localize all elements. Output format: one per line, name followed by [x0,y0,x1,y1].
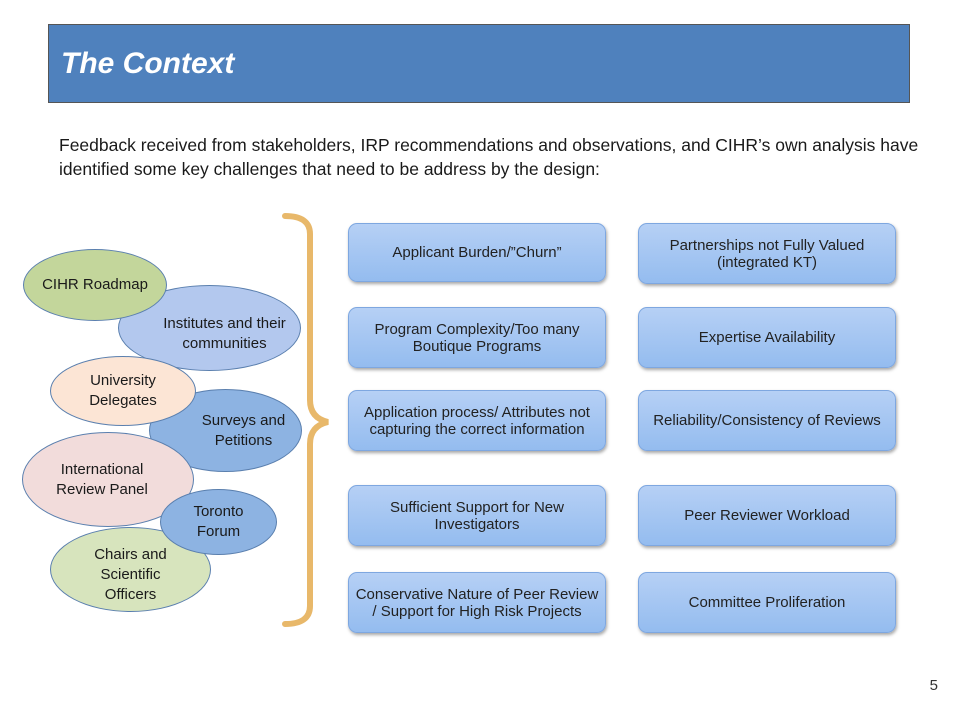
source-label: Toronto Forum [193,503,244,540]
source-toronto-forum: Toronto Forum [160,489,277,555]
challenge-label: Conservative Nature of Peer Review / Sup… [355,585,599,620]
source-label: University Delegates [89,372,157,409]
source-label: Chairs and Scientific Officers [94,545,167,603]
challenge-label: Sufficient Support for New Investigators [390,498,564,533]
challenge-reliability: Reliability/Consistency of Reviews [638,390,896,451]
source-label: Surveys and Petitions [201,411,286,449]
challenge-partnerships: Partnerships not Fully Valued (integrate… [638,223,896,284]
challenge-new-investigators: Sufficient Support for New Investigators [348,485,606,546]
challenge-label: Committee Proliferation [688,594,846,611]
challenge-committee-proliferation: Committee Proliferation [638,572,896,633]
challenge-applicant-burden: Applicant Burden/”Churn” [348,223,606,282]
challenge-label: Expertise Availability [698,329,836,346]
challenge-conservative-peer-review: Conservative Nature of Peer Review / Sup… [348,572,606,633]
challenge-reviewer-workload: Peer Reviewer Workload [638,485,896,546]
challenge-program-complexity: Program Complexity/Too many Boutique Pro… [348,307,606,368]
source-cihr-roadmap: CIHR Roadmap [23,249,167,321]
source-institutes: Institutes and their communities [118,285,301,371]
source-label: CIHR Roadmap [42,276,148,293]
curly-brace [282,213,329,627]
challenge-label: Reliability/Consistency of Reviews [653,412,881,429]
challenge-application-process: Application process/ Attributes not capt… [348,390,606,451]
title-bar: The Context [48,24,910,103]
slide-title: The Context [61,47,235,80]
source-label: International Review Panel [56,460,148,498]
source-university-delegates: University Delegates [50,356,196,426]
challenge-label: Application process/ Attributes not capt… [364,403,590,438]
challenge-label: Peer Reviewer Workload [684,507,850,524]
page-number: 5 [929,677,938,694]
intro-text: Feedback received from stakeholders, IRP… [59,135,919,179]
challenge-label: Applicant Burden/”Churn” [392,244,562,261]
challenge-label: Program Complexity/Too many Boutique Pro… [374,320,580,355]
source-label: Institutes and their communities [163,315,286,352]
challenge-expertise-availability: Expertise Availability [638,307,896,368]
challenge-label: Partnerships not Fully Valued (integrate… [669,236,865,271]
